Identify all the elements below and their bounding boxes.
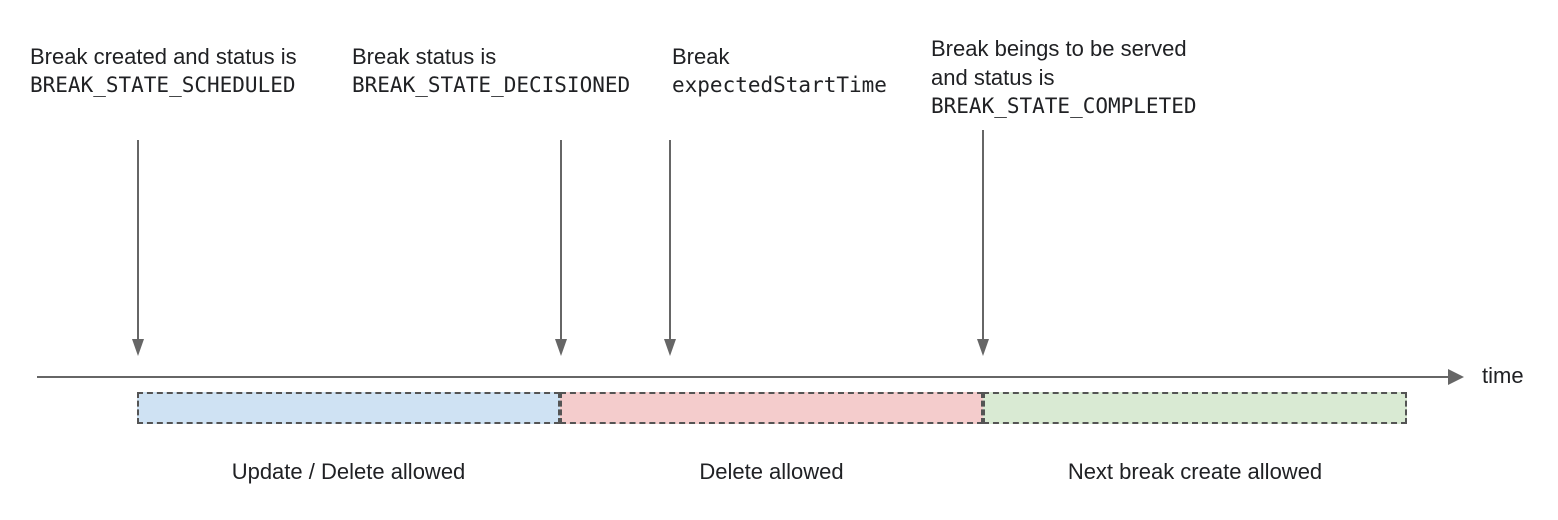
annotation-text: Break beings to be served and status is	[931, 36, 1187, 90]
arrowhead-icon	[977, 339, 989, 356]
segment-label-update-delete-allowed: Update / Delete allowed	[231, 459, 466, 484]
arrowhead-icon	[664, 339, 676, 356]
arrowhead-icon	[132, 339, 144, 356]
segment-next-break-create-allowed	[983, 392, 1407, 424]
annotation-code: BREAK_STATE_COMPLETED	[931, 94, 1197, 118]
annotation-expected-start-time: Break expectedStartTime	[672, 42, 932, 100]
annotation-text: Break	[672, 44, 730, 69]
arrow-shaft	[982, 130, 984, 340]
annotation-break-scheduled: Break created and status is BREAK_STATE_…	[30, 42, 340, 100]
down-arrow-icon-scheduled	[132, 140, 144, 356]
arrow-shaft	[560, 140, 562, 340]
arrowhead-icon	[555, 339, 567, 356]
down-arrow-icon-expected-start	[664, 140, 676, 356]
annotation-code: BREAK_STATE_DECISIONED	[352, 73, 631, 97]
annotation-text: Break status is	[352, 44, 497, 69]
segment-update-delete-allowed	[137, 392, 560, 424]
down-arrow-icon-decisioned	[555, 140, 567, 356]
arrow-shaft	[669, 140, 671, 340]
segment-label-delete-allowed: Delete allowed	[699, 459, 844, 484]
segment-label-next-break-create-allowed: Next break create allowed	[1067, 459, 1323, 484]
annotation-break-completed: Break beings to be served and status is …	[931, 34, 1197, 121]
time-axis-label: time	[1482, 363, 1524, 388]
annotation-code: expectedStartTime	[672, 73, 887, 97]
timeline-arrowhead-icon	[1448, 369, 1464, 385]
annotation-code: BREAK_STATE_SCHEDULED	[30, 73, 296, 97]
arrow-shaft	[137, 140, 139, 340]
segment-delete-allowed	[560, 392, 983, 424]
annotation-break-decisioned: Break status is BREAK_STATE_DECISIONED	[352, 42, 662, 100]
timeline-axis	[37, 376, 1449, 378]
annotation-text: Break created and status is	[30, 44, 297, 69]
down-arrow-icon-completed	[977, 130, 989, 356]
